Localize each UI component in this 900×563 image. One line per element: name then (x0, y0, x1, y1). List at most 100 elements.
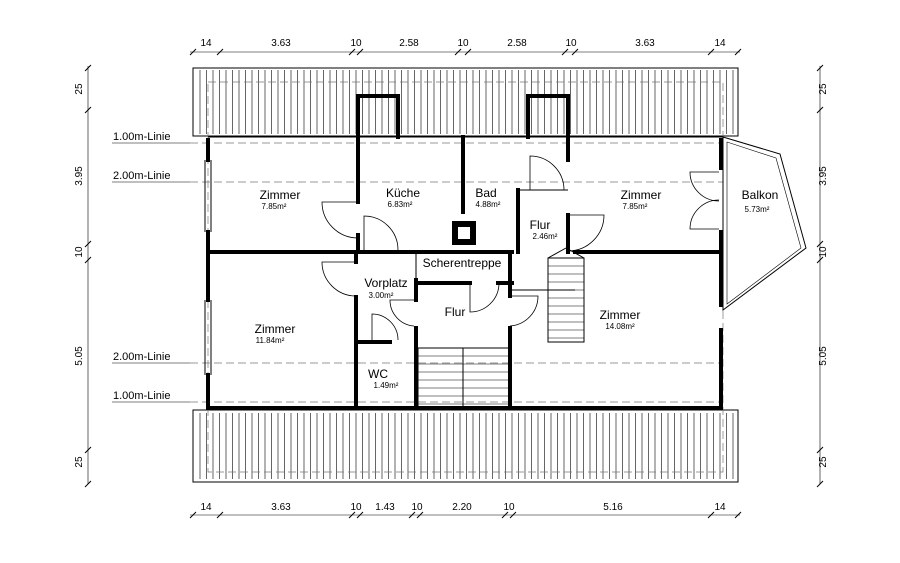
dim-top-7: 10 (565, 38, 577, 49)
dimension-tick (501, 511, 509, 519)
dimension-tick (84, 106, 92, 114)
room-vorplatz-area: 3.00m² (369, 291, 394, 300)
dim-top-5: 10 (457, 38, 469, 49)
dim-bottom-9: 14 (714, 502, 726, 513)
dimension-tick (816, 64, 824, 72)
dimension-tick (509, 511, 517, 519)
dimension-tick (348, 511, 356, 519)
roof-top-band (192, 67, 739, 137)
dim-bottom-4: 1.43 (375, 502, 395, 513)
dim-left-5: 25 (74, 456, 85, 468)
dimension-left: 25 3.95 10 5.05 25 (74, 64, 92, 488)
label-1m-line-bottom: 1.00m-Linie (113, 390, 170, 402)
dimension-tick (707, 48, 715, 56)
dimension-tick (561, 48, 569, 56)
dimension-tick (816, 240, 824, 248)
dimension-tick (571, 48, 579, 56)
dim-right-4: 5.05 (818, 346, 829, 366)
room-balkon-area: 5.73m² (745, 205, 770, 214)
walls (204, 94, 723, 410)
dimension-tick (816, 480, 824, 488)
room-flur-ne-area: 2.46m² (533, 232, 558, 241)
dim-right-5: 25 (818, 456, 829, 468)
room-flur-center-name: Flur (445, 305, 466, 319)
dimension-tick (189, 48, 197, 56)
dimension-tick (189, 511, 197, 519)
dim-right-3: 10 (818, 246, 829, 258)
dim-left-1: 25 (74, 83, 85, 95)
dimension-tick (348, 48, 356, 56)
dim-bottom-5: 10 (411, 502, 423, 513)
label-2m-line-bottom: 2.00m-Linie (113, 351, 170, 363)
dimension-tick (816, 106, 824, 114)
dim-top-8: 3.63 (635, 38, 655, 49)
dimension-tick (84, 446, 92, 454)
balcony-outline (722, 136, 807, 311)
room-bad-area: 4.88m² (476, 200, 501, 209)
dimension-tick (416, 511, 424, 519)
dimension-right: 25 3.95 10 5.05 25 (816, 64, 829, 488)
dimension-tick (707, 511, 715, 519)
dimension-top: 14 3.63 10 2.58 10 2.58 10 3.63 14 (189, 38, 742, 56)
dimension-tick (84, 480, 92, 488)
room-bad-name: Bad (475, 186, 496, 200)
dimension-tick (816, 256, 824, 264)
main-stair (417, 347, 511, 409)
room-kueche-area: 6.83m² (388, 200, 413, 209)
dimension-tick (216, 511, 224, 519)
dim-left-2: 3.95 (74, 166, 85, 186)
label-1m-line-top: 1.00m-Linie (113, 131, 170, 143)
dimension-bottom: 14 3.63 10 1.43 10 2.20 10 5.16 14 (189, 502, 742, 519)
dim-bottom-7: 10 (503, 502, 515, 513)
dimension-tick (216, 48, 224, 56)
room-zimmer-se-name: Zimmer (600, 308, 641, 322)
dimension-tick (84, 64, 92, 72)
dim-bottom-8: 5.16 (603, 502, 623, 513)
dim-left-4: 5.05 (74, 346, 85, 366)
room-wc-name: WC (368, 367, 388, 381)
room-zimmer-se-area: 14.08m² (605, 322, 635, 331)
roof-bottom-band (192, 409, 739, 483)
dim-top-3: 10 (350, 38, 362, 49)
dimension-tick (84, 256, 92, 264)
room-flur-ne-name: Flur (530, 218, 551, 232)
dim-bottom-2: 3.63 (271, 502, 291, 513)
room-wc-area: 1.49m² (374, 381, 399, 390)
doors (321, 155, 720, 341)
dim-left-3: 10 (74, 246, 85, 258)
dim-top-6: 2.58 (507, 38, 527, 49)
height-lines: 1.00m-Linie 2.00m-Linie 2.00m-Linie 1.00… (112, 131, 723, 403)
balcony-inner (726, 141, 802, 305)
dimension-tick (356, 511, 364, 519)
dimension-tick (816, 446, 824, 454)
label-2m-line-top: 2.00m-Linie (113, 170, 170, 182)
room-zimmer-sw-area: 11.84m² (256, 336, 285, 345)
dimension-tick (84, 240, 92, 248)
room-kueche-name: Küche (386, 186, 420, 200)
dim-bottom-3: 10 (350, 502, 362, 513)
dim-top-2: 3.63 (271, 38, 291, 49)
dimension-tick (464, 48, 472, 56)
room-zimmer-ne-area: 7.85m² (623, 202, 648, 211)
room-zimmer-ne-name: Zimmer (621, 188, 662, 202)
room-zimmer-nw-area: 7.85m² (262, 202, 287, 211)
room-balkon-name: Balkon (742, 188, 779, 202)
dim-right-1: 25 (818, 83, 829, 95)
dimension-tick (454, 48, 462, 56)
dim-bottom-1: 14 (200, 502, 212, 513)
dimension-tick (408, 511, 416, 519)
dim-bottom-6: 2.20 (452, 502, 472, 513)
dim-top-1: 14 (200, 38, 212, 49)
scherentreppe-stair (547, 247, 585, 343)
roof-outline-dashed (207, 81, 724, 473)
dimension-tick (734, 511, 742, 519)
dim-right-2: 3.95 (818, 166, 829, 186)
room-labels: Zimmer 7.85m² Küche 6.83m² Bad 4.88m² Fl… (255, 186, 779, 390)
room-scherentreppe-name: Scherentreppe (423, 256, 502, 270)
dim-top-9: 14 (714, 38, 726, 49)
room-zimmer-nw-name: Zimmer (260, 188, 301, 202)
dim-top-4: 2.58 (399, 38, 419, 49)
room-vorplatz-name: Vorplatz (364, 276, 407, 290)
dimension-tick (734, 48, 742, 56)
